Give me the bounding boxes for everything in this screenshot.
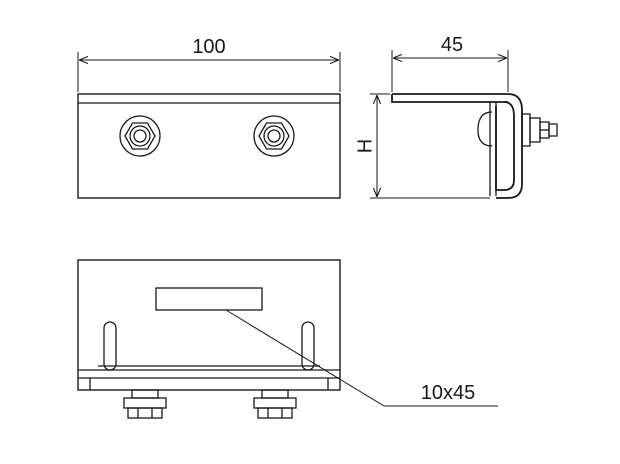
bolt-head-left (119, 115, 161, 157)
label-slot (155, 287, 263, 311)
bolt-head-right (253, 115, 295, 157)
label-size-text: 10x45 (421, 382, 476, 404)
bottom-view (77, 259, 341, 419)
dimension-depth-label: 45 (441, 34, 463, 56)
side-view (391, 93, 558, 199)
label-size-callout: 10x45 (225, 309, 498, 407)
dimension-length: 100 (77, 36, 341, 92)
dimension-depth: 45 (391, 34, 509, 92)
dimension-length-label: 100 (192, 36, 225, 58)
dimension-height-label: H (354, 139, 376, 153)
front-view (77, 93, 341, 199)
dimension-height: H (354, 93, 490, 199)
bottom-bolt-left (123, 389, 167, 419)
bottom-bolt-right (253, 389, 297, 419)
